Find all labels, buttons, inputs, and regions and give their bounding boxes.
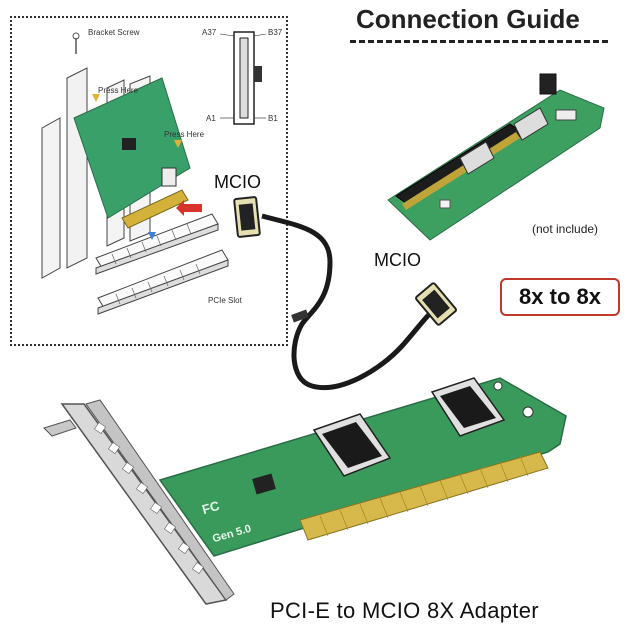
- press-here-label-2: Press Here: [164, 130, 205, 139]
- product-title: PCI-E to MCIO 8X Adapter: [270, 598, 539, 623]
- pin-b37-label: B37: [268, 28, 283, 37]
- pin-a1-label: A1: [206, 114, 216, 123]
- pin-a37-label: A37: [202, 28, 217, 37]
- pcie-slot-label: PCIe Slot: [208, 296, 242, 305]
- installation-drawing: [41, 31, 267, 315]
- installation-diagram: Bracket Screw Press Here Press Here PCIe…: [10, 16, 288, 346]
- mcio-label-bottom: MCIO: [374, 250, 421, 270]
- mcio-label-top: MCIO: [214, 172, 261, 192]
- title-underline: [350, 40, 608, 43]
- not-included-note: (not include): [532, 222, 599, 236]
- ratio-badge: 8x to 8x: [500, 278, 620, 316]
- pin-b1-label: B1: [268, 114, 278, 123]
- bracket-screw-label: Bracket Screw: [88, 28, 140, 37]
- connection-guide-title: Connection Guide: [356, 4, 580, 34]
- press-here-label-1: Press Here: [98, 86, 139, 95]
